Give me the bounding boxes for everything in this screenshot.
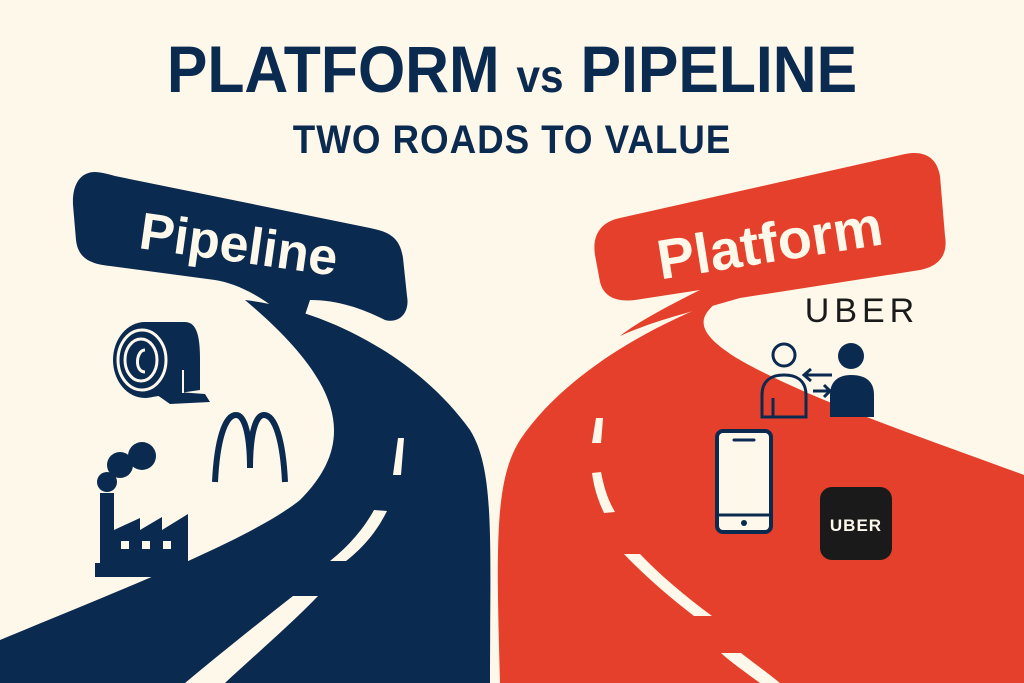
toilet-paper-roll-icon (113, 322, 210, 404)
page-title: PLATFORM vs PIPELINE (41, 34, 983, 111)
uber-wordmark: UBER (805, 292, 919, 330)
title-platform: PLATFORM (166, 32, 500, 106)
title-vs: vs (516, 50, 564, 102)
mcdonalds-arches-icon (212, 411, 288, 483)
page-subtitle: TWO ROADS TO VALUE (292, 118, 732, 162)
pipeline-sign: Pipeline (72, 172, 408, 330)
pipeline-road (0, 300, 491, 683)
uber-app-icon: UBER (820, 487, 892, 560)
smartphone-icon (715, 429, 773, 534)
uber-app-icon-label: UBER (830, 516, 882, 535)
people-exchange-icon (760, 342, 874, 419)
factory-icon (95, 442, 195, 577)
platform-sign: Platform (594, 152, 946, 336)
title-pipeline: PIPELINE (580, 32, 858, 106)
